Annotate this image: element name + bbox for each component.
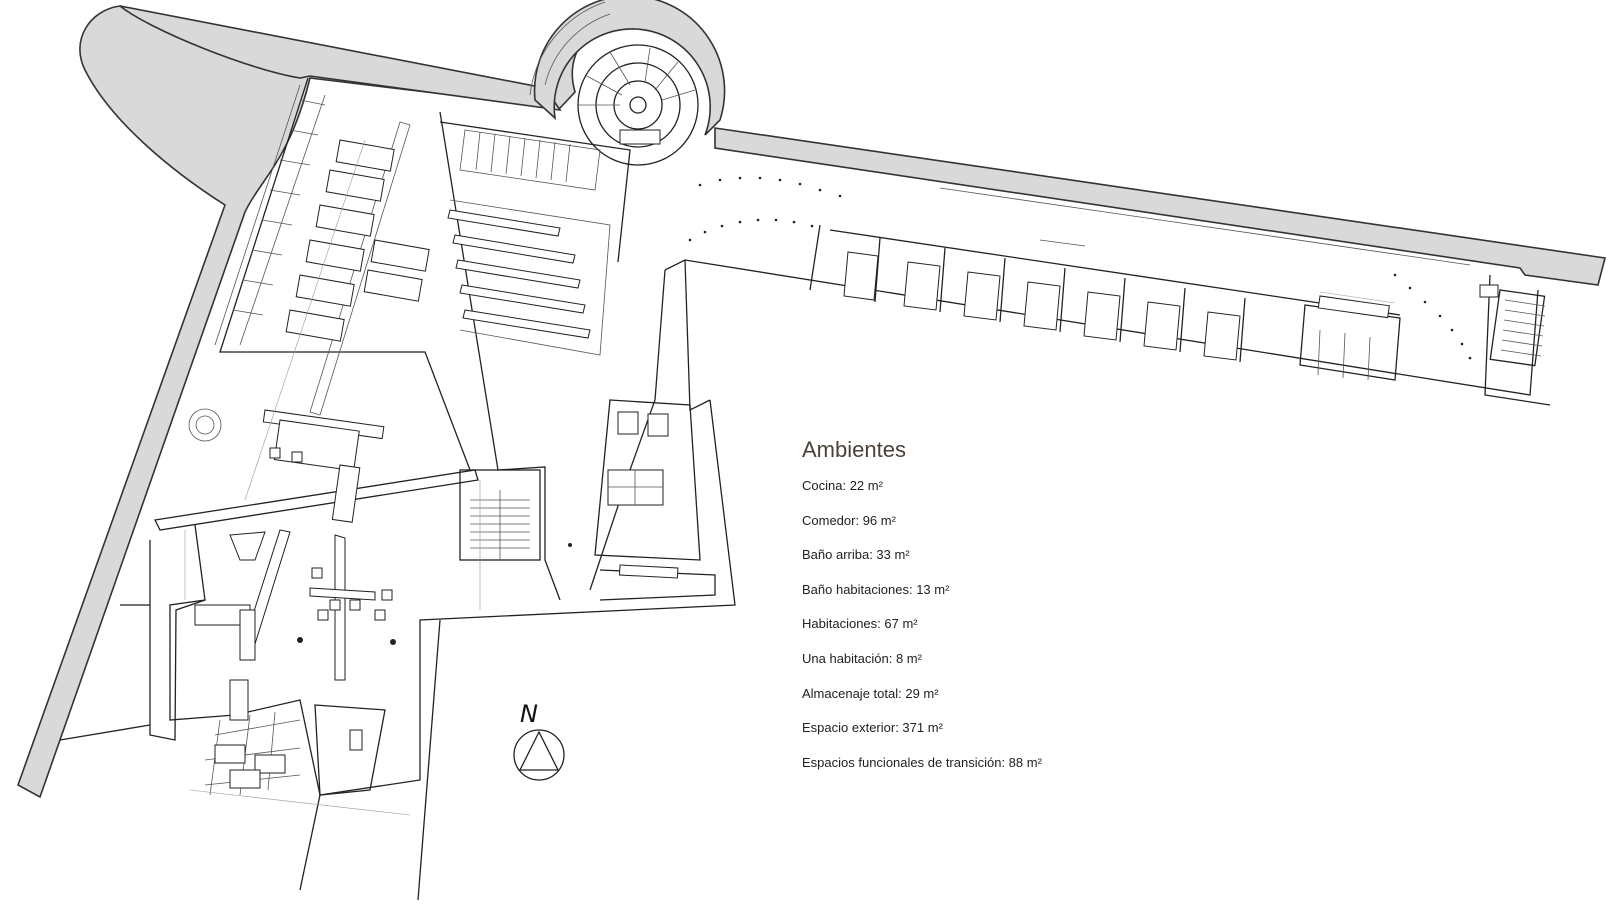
boundary-wall-northeast bbox=[714, 127, 1606, 286]
dining-furniture bbox=[188, 408, 572, 681]
legend-item-comedor: Comedor: 96 m² bbox=[802, 512, 896, 528]
legend-item-bano-habitaciones: Baño habitaciones: 13 m² bbox=[802, 581, 950, 597]
legend-item-una-habitacion: Una habitación: 8 m² bbox=[802, 650, 922, 666]
dotted-path bbox=[688, 176, 1472, 360]
stair-flights-left bbox=[214, 84, 430, 416]
north-arrow-label: N bbox=[520, 700, 538, 728]
legend-title: Ambientes bbox=[802, 437, 906, 462]
stepped-seating bbox=[447, 129, 611, 356]
legend-panel: Ambientes Cocina: 22 m² Comedor: 96 m² B… bbox=[802, 437, 1222, 788]
dimension-lines bbox=[184, 139, 1396, 816]
north-arrow bbox=[513, 729, 565, 781]
east-stair bbox=[1479, 284, 1546, 367]
spiral-stair bbox=[529, 0, 726, 166]
legend-item-cocina: Cocina: 22 m² bbox=[802, 478, 883, 493]
kitchen-area bbox=[194, 604, 386, 796]
legend-item-almacenaje: Almacenaje total: 29 m² bbox=[802, 685, 939, 701]
service-block bbox=[594, 399, 716, 601]
interior-walls bbox=[59, 77, 1551, 901]
legend-item-espacios-transicion: Espacios funcionales de transición: 88 m… bbox=[802, 754, 1042, 770]
boundary-wall-north bbox=[119, 5, 562, 112]
legend-item-espacio-exterior: Espacio exterior: 371 m² bbox=[802, 720, 943, 736]
legend-item-bano-arriba: Baño arriba: 33 m² bbox=[802, 547, 910, 563]
central-stair bbox=[459, 469, 541, 561]
rooms-wing bbox=[809, 187, 1471, 381]
legend-item-habitaciones: Habitaciones: 67 m² bbox=[802, 616, 918, 632]
